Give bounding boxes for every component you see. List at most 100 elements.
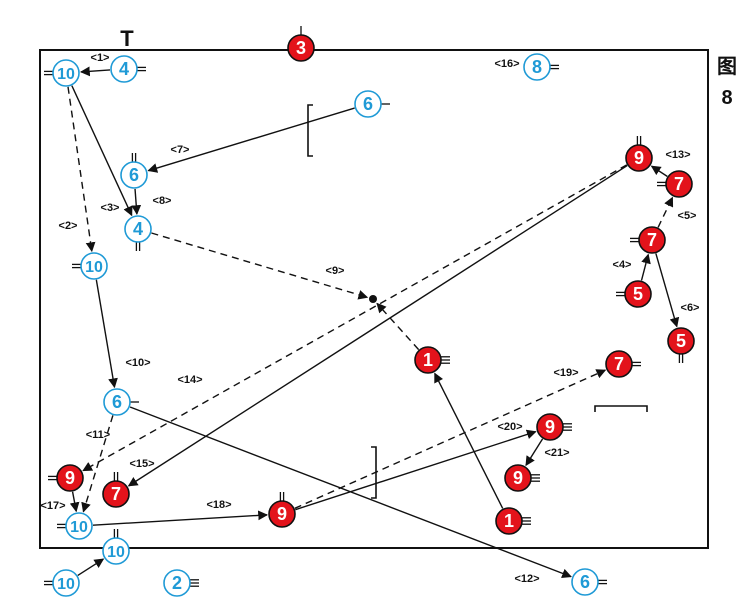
player-node-red-3: 3 <box>287 34 315 62</box>
player-node-blue-4: 4 <box>124 215 152 243</box>
player-node-red-9: 9 <box>56 464 84 492</box>
tick-b4a <box>137 66 146 72</box>
move-label: <5> <box>678 210 697 222</box>
edge-b10b-to-b6c <box>95 279 118 389</box>
edge-r1b-to-r1a <box>434 372 504 509</box>
move-label: <13> <box>665 149 690 161</box>
tick-b10c <box>57 523 66 529</box>
field-brackets <box>307 104 648 499</box>
player-number: 9 <box>277 504 287 524</box>
edge-r9c-to-r9d <box>525 438 544 467</box>
player-node-blue-10: 10 <box>80 252 108 280</box>
player-node-blue-8: 8 <box>523 53 551 81</box>
player-number: 7 <box>647 230 657 250</box>
tick-b10e <box>44 580 53 586</box>
move-label: <7> <box>171 144 190 156</box>
tick-r9e <box>279 492 285 501</box>
move-label: <11> <box>86 429 110 441</box>
move-label: <6> <box>681 302 700 314</box>
edge-b10e-to-b10d <box>77 558 105 577</box>
edge-r9a-to-r9b <box>82 164 628 472</box>
player-node-red-1: 1 <box>495 507 523 535</box>
player-node-red-9: 9 <box>268 500 296 528</box>
player-number: 1 <box>423 350 433 370</box>
edge-b10a-to-b4b <box>71 85 133 217</box>
player-number: 10 <box>107 544 125 561</box>
tee-symbol: T <box>120 26 134 51</box>
player-number: 10 <box>57 576 75 593</box>
player-number: 7 <box>614 354 624 374</box>
player-node-red-5: 5 <box>624 280 652 308</box>
tick-r9c <box>563 423 572 431</box>
player-number: 6 <box>112 392 122 412</box>
edge-r5a-to-r7b <box>640 253 651 281</box>
tick-r1a <box>441 356 450 364</box>
move-label: <10> <box>125 357 150 369</box>
move-label: <14> <box>177 374 202 386</box>
player-node-blue-10: 10 <box>65 512 93 540</box>
player-number: 10 <box>57 66 75 83</box>
tick-b6d <box>598 579 607 585</box>
player-node-red-7: 7 <box>665 170 693 198</box>
tick-r7d <box>113 472 119 481</box>
player-number: 5 <box>676 331 686 351</box>
player-node-red-7: 7 <box>102 480 130 508</box>
tick-r9b <box>48 475 57 481</box>
move-label: <8> <box>153 195 172 207</box>
tick-r1b <box>522 517 531 525</box>
player-node-red-9: 9 <box>504 464 532 492</box>
tick-b2 <box>190 579 199 587</box>
edge-b4b-to-ball <box>151 232 369 300</box>
ball <box>369 295 377 303</box>
move-label: <17> <box>40 500 65 512</box>
move-label: <3> <box>101 202 120 214</box>
player-node-red-1: 1 <box>414 346 442 374</box>
player-node-blue-6: 6 <box>354 90 382 118</box>
player-node-blue-10: 10 <box>102 537 130 565</box>
tick-b10d <box>113 529 119 538</box>
player-node-blue-6: 6 <box>571 568 599 596</box>
tick-r7b <box>630 237 639 243</box>
player-number: 8 <box>532 57 542 77</box>
player-number: 3 <box>296 38 306 58</box>
edge-r7a-to-r9a <box>650 165 668 177</box>
edge-b10c-to-r9e <box>92 510 269 526</box>
player-node-blue-10: 10 <box>52 59 80 87</box>
move-label: <15> <box>129 458 154 470</box>
tick-r9d <box>531 474 540 482</box>
edge-r9e-to-r7c <box>294 369 607 509</box>
player-number: 7 <box>111 484 121 504</box>
figure-caption-char: 图 <box>717 54 737 78</box>
tick-b10a <box>44 70 53 76</box>
move-label: <12> <box>514 573 539 585</box>
tick-r7a <box>657 181 666 187</box>
edge-b6c-to-b10c <box>81 415 114 513</box>
player-number: 6 <box>580 572 590 592</box>
player-node-red-9: 9 <box>625 144 653 172</box>
edge-r7b-to-r5b <box>655 253 680 328</box>
player-number: 4 <box>119 59 129 79</box>
player-node-blue-2: 2 <box>163 569 191 597</box>
player-number: 4 <box>133 219 143 239</box>
move-label: <20> <box>497 421 522 433</box>
player-number: 10 <box>70 519 88 536</box>
tick-b4b <box>135 242 141 251</box>
move-label: <4> <box>613 259 632 271</box>
player-number: 6 <box>129 165 139 185</box>
edge-b4a-to-b10a <box>79 66 111 77</box>
player-number: 9 <box>65 468 75 488</box>
player-node-blue-6: 6 <box>120 161 148 189</box>
tick-b10b <box>72 263 81 269</box>
edge-r9e-to-r9c <box>295 429 537 511</box>
tick-r7c <box>632 361 641 367</box>
edge-b6a-to-b6b <box>147 107 355 173</box>
player-node-red-7: 7 <box>605 350 633 378</box>
tick-b6b <box>131 153 137 162</box>
move-label: <16> <box>494 58 519 70</box>
player-number: 6 <box>363 94 373 114</box>
player-number: 9 <box>634 148 644 168</box>
move-label: <18> <box>206 499 231 511</box>
tick-r9a <box>636 136 642 145</box>
